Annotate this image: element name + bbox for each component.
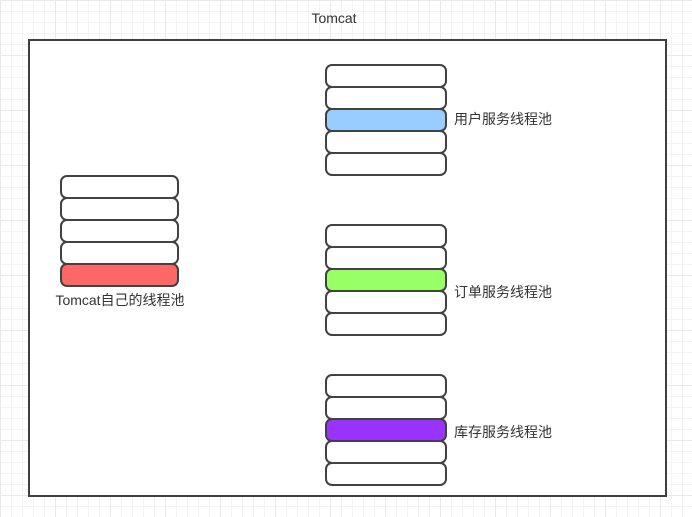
thread-slot-highlighted[interactable] <box>325 108 447 132</box>
thread-slot[interactable] <box>325 374 447 398</box>
pool-label-inventory-service: 库存服务线程池 <box>454 424 552 440</box>
thread-slot[interactable] <box>325 152 447 176</box>
thread-slot[interactable] <box>325 86 447 110</box>
thread-slot[interactable] <box>60 197 179 221</box>
thread-slot[interactable] <box>60 219 179 243</box>
pool-user-service[interactable] <box>325 64 447 176</box>
thread-slot[interactable] <box>325 246 447 270</box>
pool-inventory-service[interactable] <box>325 374 447 486</box>
thread-slot[interactable] <box>60 241 179 265</box>
pool-order-service[interactable] <box>325 224 447 336</box>
thread-slot[interactable] <box>325 462 447 486</box>
thread-slot[interactable] <box>60 175 179 199</box>
tomcat-container-box[interactable]: Tomcat自己的线程池 用户服务线程池 订单服务线程池 库存服务线程池 <box>28 39 667 497</box>
thread-slot[interactable] <box>325 396 447 420</box>
slot-stack <box>325 374 447 486</box>
thread-slot[interactable] <box>325 224 447 248</box>
thread-slot-highlighted[interactable] <box>60 263 179 287</box>
container-title: Tomcat <box>311 10 357 26</box>
pool-tomcat-own[interactable]: Tomcat自己的线程池 <box>55 175 185 308</box>
thread-slot[interactable] <box>325 290 447 314</box>
thread-slot[interactable] <box>325 440 447 464</box>
thread-slot[interactable] <box>325 64 447 88</box>
thread-slot[interactable] <box>325 312 447 336</box>
slot-stack <box>60 175 179 287</box>
slot-stack <box>325 64 447 176</box>
thread-slot[interactable] <box>325 130 447 154</box>
slot-stack <box>325 224 447 336</box>
thread-slot-highlighted[interactable] <box>325 418 447 442</box>
thread-slot-highlighted[interactable] <box>325 268 447 292</box>
pool-label-order-service: 订单服务线程池 <box>454 284 552 300</box>
pool-label-user-service: 用户服务线程池 <box>454 111 552 127</box>
pool-label-tomcat-own: Tomcat自己的线程池 <box>55 292 185 308</box>
